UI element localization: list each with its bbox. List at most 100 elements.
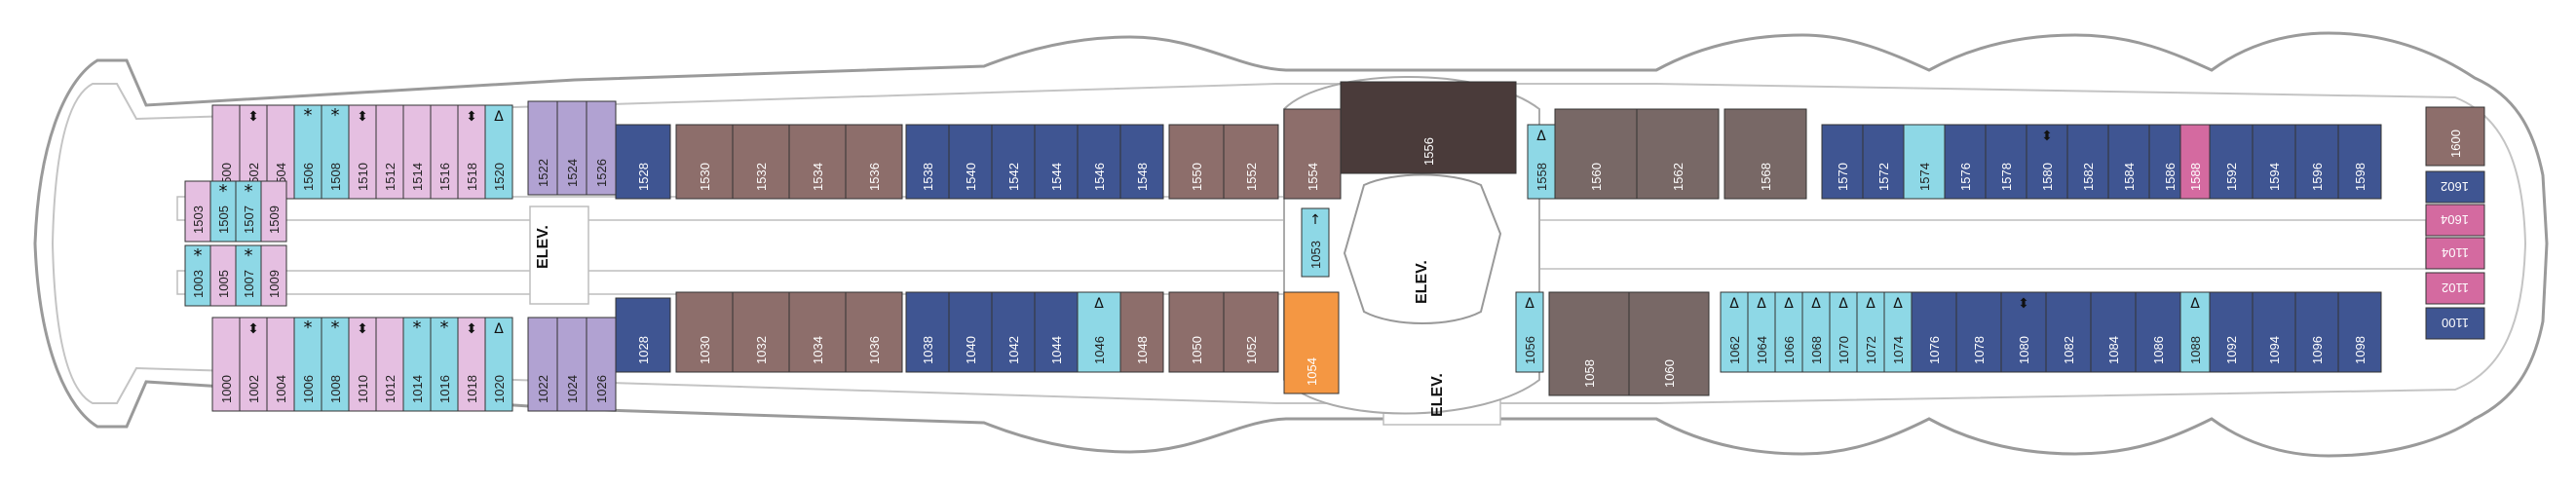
cabin-1102[interactable]: 1102 (2425, 272, 2485, 305)
cabin-1005[interactable]: 1005 (209, 244, 237, 307)
cabin-1016[interactable]: 1016* (430, 317, 459, 412)
cabin-1562[interactable]: 1562 (1636, 108, 1720, 200)
cabin-1503[interactable]: 1503 (184, 180, 211, 243)
cabin-1042[interactable]: 1042 (991, 291, 1036, 373)
cabin-1588[interactable]: 1588 (2179, 124, 2211, 200)
cabin-1604[interactable]: 1604 (2425, 204, 2485, 237)
cabin-1024[interactable]: 1024 (556, 317, 587, 412)
cabin-1002[interactable]: 1002⬍ (239, 317, 268, 412)
cabin-1098[interactable]: 1098 (2337, 291, 2382, 373)
cabin-1040[interactable]: 1040 (948, 291, 993, 373)
cabin-1530[interactable]: 1530 (675, 124, 734, 200)
cabin-1512[interactable]: 1512 (375, 104, 404, 200)
cabin-1526[interactable]: 1526 (586, 100, 617, 196)
cabin-1560[interactable]: 1560 (1554, 108, 1638, 200)
cabin-1550[interactable]: 1550 (1168, 124, 1225, 200)
cabin-1506[interactable]: 1506* (293, 104, 322, 200)
cabin-1524[interactable]: 1524 (556, 100, 587, 196)
cabin-1008[interactable]: 1008* (321, 317, 350, 412)
cabin-1542[interactable]: 1542 (991, 124, 1036, 200)
cabin-1568[interactable]: 1568 (1724, 108, 1807, 200)
cabin-1026[interactable]: 1026 (586, 317, 617, 412)
cabin-1006[interactable]: 1006* (293, 317, 322, 412)
cabin-1032[interactable]: 1032 (732, 291, 790, 373)
cabin-1538[interactable]: 1538 (905, 124, 950, 200)
cabin-1554[interactable]: 1554 (1283, 108, 1342, 200)
cabin-1004[interactable]: 1004 (266, 317, 295, 412)
cabin-1508[interactable]: 1508* (321, 104, 350, 200)
cabin-1054[interactable]: 1054 (1283, 291, 1340, 394)
cabin-1048[interactable]: 1048 (1119, 291, 1164, 373)
cabin-1574[interactable]: 1574 (1903, 124, 1946, 200)
cabin-1044[interactable]: 1044 (1034, 291, 1079, 373)
cabin-1036[interactable]: 1036 (845, 291, 903, 373)
cabin-1050[interactable]: 1050 (1168, 291, 1225, 373)
cabin-1507[interactable]: 1507* (235, 180, 262, 243)
cabin-1052[interactable]: 1052 (1223, 291, 1279, 373)
cabin-1592[interactable]: 1592 (2209, 124, 2254, 200)
cabin-1076[interactable]: 1076 (1911, 291, 1957, 373)
cabin-1100[interactable]: 1100 (2425, 307, 2485, 340)
cabin-1570[interactable]: 1570 (1821, 124, 1864, 200)
cabin-1082[interactable]: 1082 (2045, 291, 2092, 373)
cabin-1548[interactable]: 1548 (1119, 124, 1164, 200)
elevator-left[interactable] (529, 206, 589, 305)
cabin-1000[interactable]: 1000 (211, 317, 241, 412)
cabin-1544[interactable]: 1544 (1034, 124, 1079, 200)
cabin-1576[interactable]: 1576 (1944, 124, 1987, 200)
cabin-1518[interactable]: 1518⬍ (457, 104, 486, 200)
cabin-1552[interactable]: 1552 (1223, 124, 1279, 200)
cabin-1514[interactable]: 1514 (402, 104, 432, 200)
cabin-1038[interactable]: 1038 (905, 291, 950, 373)
cabin-1028[interactable]: 1028 (615, 297, 671, 373)
cabin-1080[interactable]: 1080⬍ (2000, 291, 2047, 373)
cabin-1536[interactable]: 1536 (845, 124, 903, 200)
cabin-1007[interactable]: 1007* (235, 244, 262, 307)
cabin-1509[interactable]: 1509 (260, 180, 287, 243)
cabin-1516[interactable]: 1516 (430, 104, 459, 200)
cabin-1594[interactable]: 1594 (2252, 124, 2296, 200)
cabin-1003[interactable]: 1003* (184, 244, 211, 307)
cabin-1556[interactable]: 1556 (1340, 81, 1517, 174)
cabin-1014[interactable]: 1014* (402, 317, 432, 412)
cabin-1598[interactable]: 1598 (2337, 124, 2382, 200)
cabin-1060[interactable]: 1060 (1628, 291, 1710, 396)
cabin-1528[interactable]: 1528 (615, 124, 671, 200)
cabin-1510[interactable]: 1510⬍ (348, 104, 377, 200)
cabin-1022[interactable]: 1022 (527, 317, 558, 412)
cabin-1084[interactable]: 1084 (2090, 291, 2137, 373)
cabin-1096[interactable]: 1096 (2294, 291, 2339, 373)
cabin-1092[interactable]: 1092 (2209, 291, 2254, 373)
cabin-1540[interactable]: 1540 (948, 124, 993, 200)
cabin-1584[interactable]: 1584 (2107, 124, 2150, 200)
cabin-1596[interactable]: 1596 (2294, 124, 2339, 200)
cabin-1546[interactable]: 1546 (1077, 124, 1121, 200)
cabin-1030[interactable]: 1030 (675, 291, 734, 373)
cabin-1572[interactable]: 1572 (1862, 124, 1905, 200)
cabin-1012[interactable]: 1012 (375, 317, 404, 412)
cabin-1532[interactable]: 1532 (732, 124, 790, 200)
cabin-1582[interactable]: 1582 (2066, 124, 2109, 200)
cabin-1578[interactable]: 1578 (1985, 124, 2027, 200)
cabin-1058[interactable]: 1058 (1548, 291, 1630, 396)
cabin-1053[interactable]: 1053↑ (1301, 207, 1330, 278)
cabin-1505[interactable]: 1505* (209, 180, 237, 243)
cabin-1018[interactable]: 1018⬍ (457, 317, 486, 412)
cabin-1078[interactable]: 1078 (1955, 291, 2002, 373)
cabin-1094[interactable]: 1094 (2252, 291, 2296, 373)
cabin-1600[interactable]: 1600 (2425, 106, 2485, 167)
cabin-1104[interactable]: 1104 (2425, 237, 2485, 270)
